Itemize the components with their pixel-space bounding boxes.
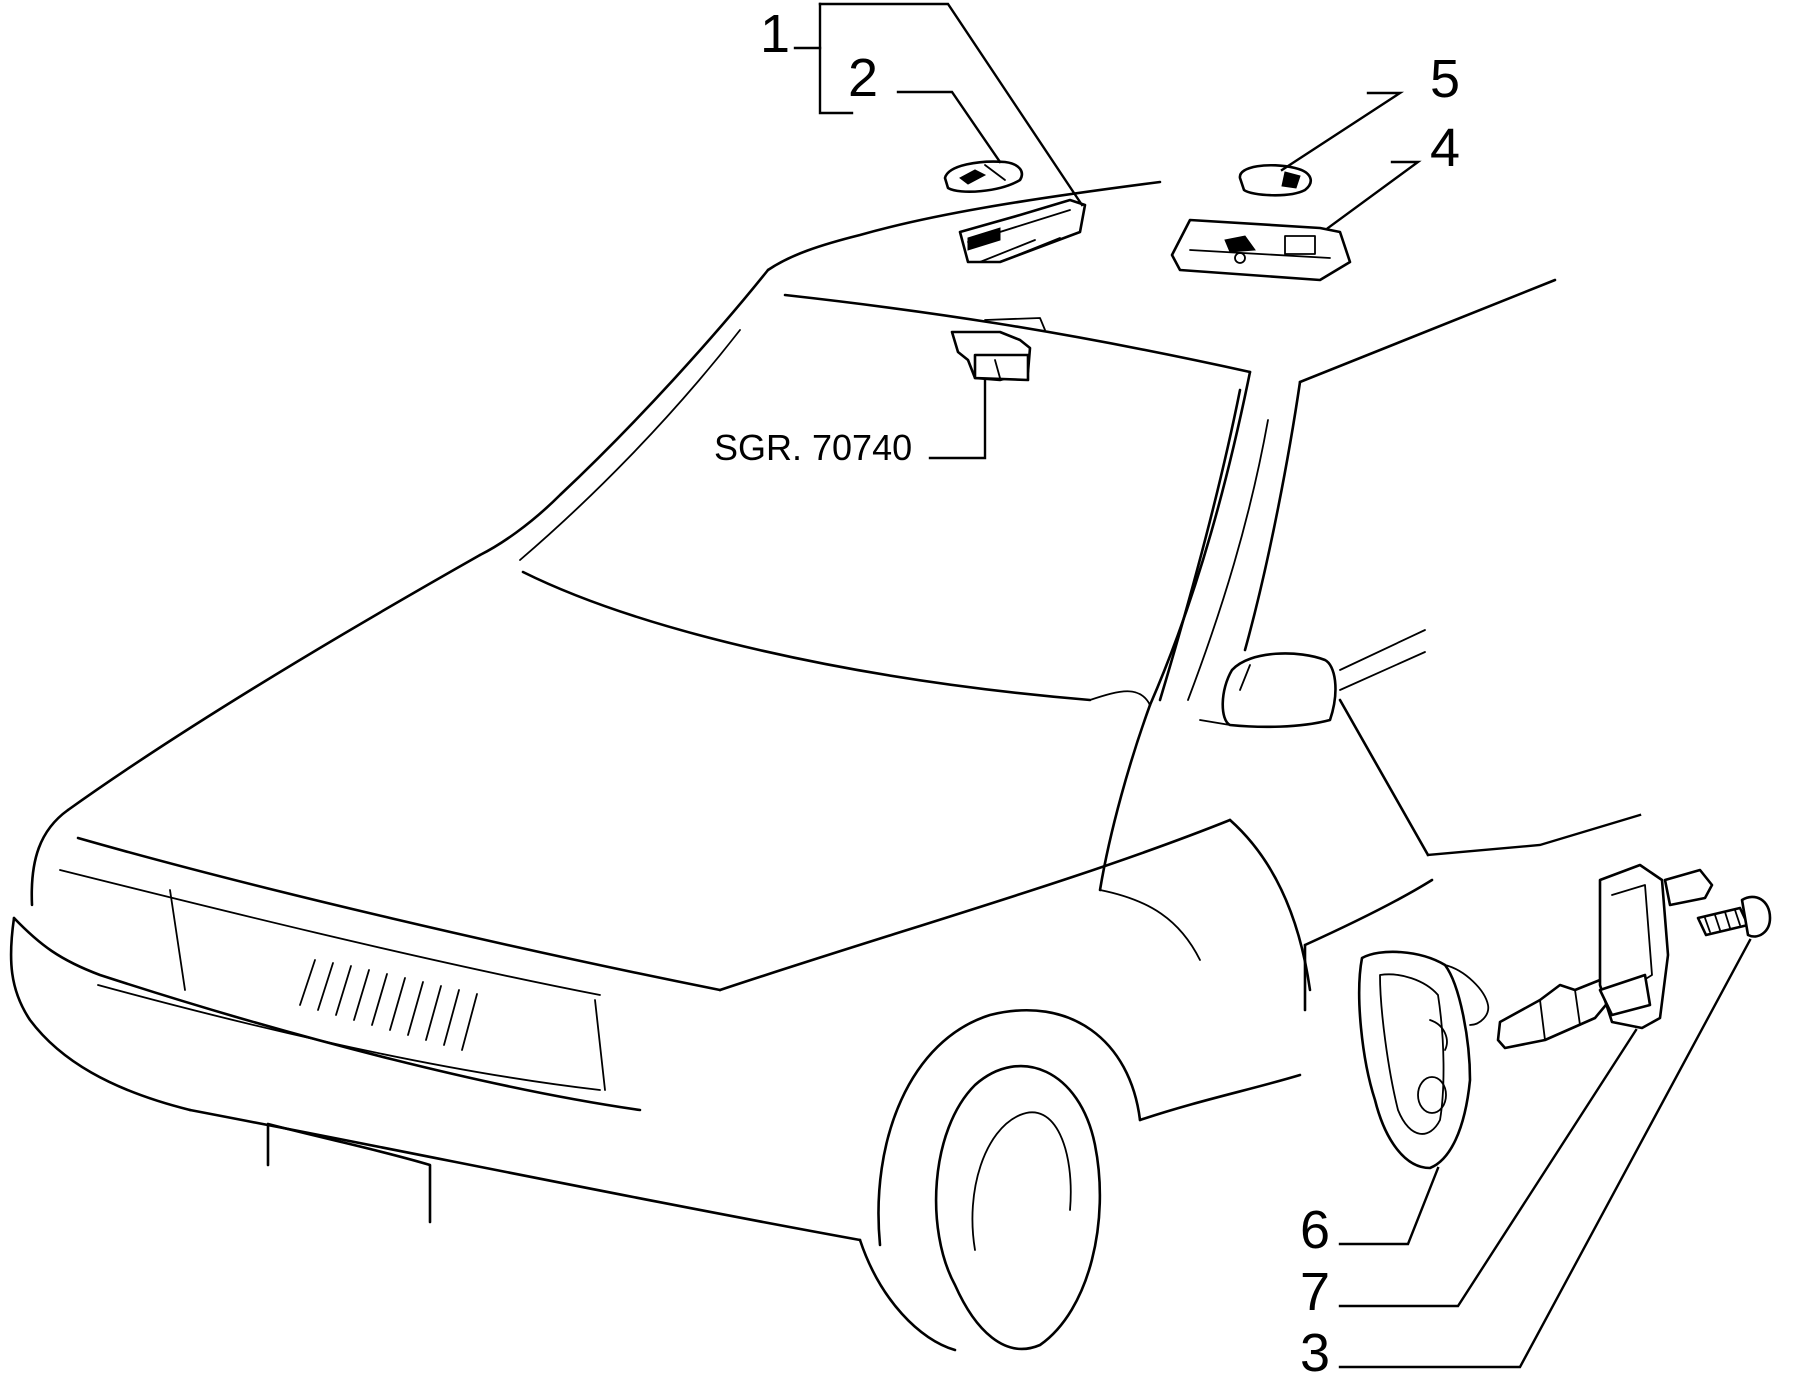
callout-3: 3 [1300, 1323, 1330, 1374]
dome-lamp-housing-part-1 [958, 198, 1087, 264]
callout-6: 6 [1300, 1200, 1330, 1260]
bulb-part-5 [1238, 163, 1312, 197]
leader-lines [793, 2, 1752, 1369]
callout-2: 2 [848, 48, 878, 108]
dome-lamp-housing-part-4 [1170, 218, 1352, 282]
bulb-part-2 [943, 160, 1024, 194]
door-switch-part-7 [1496, 863, 1714, 1050]
side-mirror [1199, 652, 1337, 729]
callout-5: 5 [1430, 49, 1460, 109]
car-outline [9, 180, 1557, 1352]
callout-1: 1 [760, 4, 790, 64]
mirror-mount-bracket [950, 317, 1046, 382]
callout-4: 4 [1430, 118, 1460, 178]
callout-labels: 1 2 5 4 SGR. 70740 6 7 3 [714, 4, 1460, 1374]
callout-7: 7 [1300, 1262, 1330, 1322]
grille-vents [299, 959, 478, 1051]
courtesy-switch-cover-part-6 [1357, 950, 1490, 1170]
reference-label: SGR. 70740 [714, 427, 912, 468]
screw-part-3 [1696, 895, 1772, 938]
